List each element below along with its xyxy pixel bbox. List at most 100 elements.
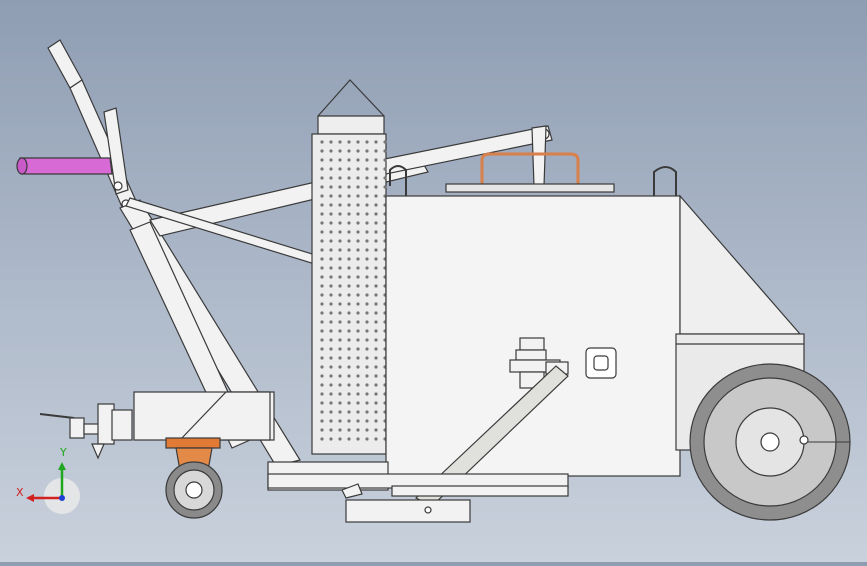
perforation-hole [356, 383, 360, 387]
perforation-hole [374, 275, 378, 279]
perforation-hole [356, 248, 360, 252]
lifting-loops [389, 165, 677, 236]
perforation-hole [338, 401, 342, 405]
perforation-hole [365, 374, 369, 378]
perforation-hole [329, 221, 333, 225]
perforation-hole [320, 167, 324, 171]
perforation-hole [374, 419, 378, 423]
perforation-hole [374, 428, 378, 432]
perforation-hole [365, 248, 369, 252]
perforation-hole [374, 284, 378, 288]
perforation-hole [329, 194, 333, 198]
perforation-hole [329, 167, 333, 171]
perforation-hole [338, 185, 342, 189]
perforation-hole [338, 167, 342, 171]
perforation-hole [356, 194, 360, 198]
perforation-hole [347, 347, 351, 351]
perforation-hole [320, 302, 324, 306]
perforation-hole [365, 149, 369, 153]
perforation-hole [374, 320, 378, 324]
perforation-hole [374, 347, 378, 351]
perforation-hole [329, 176, 333, 180]
perforation-hole [365, 311, 369, 315]
perforation-hole [374, 401, 378, 405]
perforation-hole [320, 356, 324, 360]
perforation-hole [320, 248, 324, 252]
perforation-hole [329, 365, 333, 369]
perforation-hole [320, 239, 324, 243]
perforation-hole [374, 302, 378, 306]
perforation-hole [374, 338, 378, 342]
perforation-hole [320, 383, 324, 387]
perforation-hole [320, 320, 324, 324]
perforation-hole [347, 284, 351, 288]
perforation-hole [347, 401, 351, 405]
perforation-hole [356, 437, 360, 441]
perforation-hole [374, 356, 378, 360]
perforation-hole [320, 338, 324, 342]
perforation-hole [347, 158, 351, 162]
perforation-hole [356, 401, 360, 405]
perforation-hole [329, 311, 333, 315]
perforation-hole [320, 140, 324, 144]
perforation-hole [320, 401, 324, 405]
perforation-hole [365, 239, 369, 243]
perforation-hole [338, 419, 342, 423]
perforation-hole [356, 203, 360, 207]
perforation-hole [365, 392, 369, 396]
perforation-hole [338, 392, 342, 396]
perforation-hole [356, 392, 360, 396]
perforation-hole [356, 176, 360, 180]
perforation-hole [338, 347, 342, 351]
perforation-hole [374, 230, 378, 234]
perforation-hole [383, 158, 387, 162]
perforation-hole [329, 401, 333, 405]
perforation-hole [356, 356, 360, 360]
perforation-hole [347, 329, 351, 333]
perforation-hole [347, 356, 351, 360]
perforation-hole [374, 203, 378, 207]
perforation-hole [329, 230, 333, 234]
perforation-hole [320, 266, 324, 270]
perforation-hole [356, 221, 360, 225]
perforation-hole [374, 329, 378, 333]
perforation-hole [329, 239, 333, 243]
perforation-hole [338, 365, 342, 369]
perforation-hole [365, 257, 369, 261]
perforation-hole [329, 185, 333, 189]
hopper-tower [311, 79, 387, 455]
perforation-hole [374, 221, 378, 225]
perforation-hole [347, 212, 351, 216]
perforation-hole [338, 320, 342, 324]
perforation-hole [365, 356, 369, 360]
perforation-hole [320, 311, 324, 315]
perforation-hole [320, 194, 324, 198]
perforation-hole [338, 248, 342, 252]
perforation-hole [320, 428, 324, 432]
perforation-hole [320, 185, 324, 189]
perforation-hole [374, 311, 378, 315]
perforation-hole [320, 221, 324, 225]
perforation-hole [356, 230, 360, 234]
perforation-hole [338, 203, 342, 207]
perforation-hole [365, 329, 369, 333]
perforation-hole [365, 419, 369, 423]
lid-handle [445, 152, 615, 193]
perforation-hole [356, 365, 360, 369]
perforation-hole [329, 302, 333, 306]
perforation-hole [329, 293, 333, 297]
perforation-hole [329, 248, 333, 252]
spray-gun [39, 403, 133, 460]
perforation-hole [356, 293, 360, 297]
handle-grip [19, 157, 113, 175]
perforation-hole [347, 140, 351, 144]
perforation-hole [356, 284, 360, 288]
perforation-hole [338, 230, 342, 234]
perforation-hole [320, 275, 324, 279]
perforation-hole [320, 365, 324, 369]
perforation-hole [329, 374, 333, 378]
perforation-hole [338, 428, 342, 432]
perforation-hole [329, 140, 333, 144]
